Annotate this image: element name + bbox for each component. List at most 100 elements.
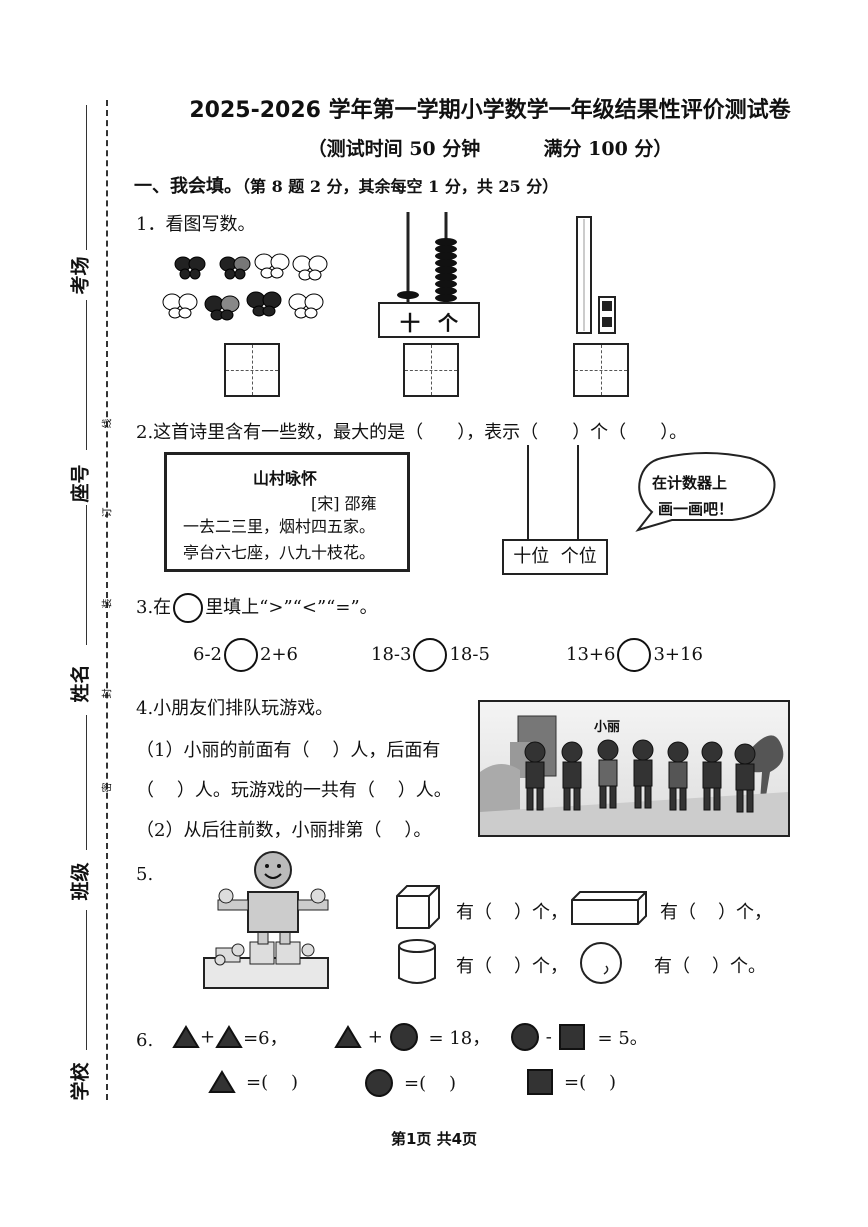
butterflies-image (162, 253, 328, 321)
question-6-label: 6. (136, 1030, 154, 1051)
q4-line-1: （1）小丽的前面有（ ）人，后面有 (136, 740, 441, 761)
binding-mark: 封 (102, 688, 114, 699)
compare-left: 13+6 (566, 644, 616, 665)
q5-have: 有（ (456, 956, 492, 977)
sphere-icon (580, 942, 622, 984)
compare-right: 3+16 (653, 644, 703, 665)
q2-mid2: ）个（ (572, 422, 627, 443)
answer-box-abacus[interactable] (403, 343, 459, 397)
page-title: 2025-2026 学年第一学期小学数学一年级结果性评价测试卷 (189, 98, 791, 123)
triangle-icon (172, 1025, 200, 1048)
butterfly-icon (254, 253, 290, 279)
counter-base: 十位 个位 (502, 539, 608, 575)
q5-cuboid-answer: 有（ ）个， (660, 898, 772, 924)
cube-icon (396, 885, 440, 929)
binding-mark: 线 (102, 418, 114, 429)
counting-rods-image (576, 216, 616, 334)
q6-equation-2: + = 18， (334, 1022, 490, 1054)
binding-mark: 装 (102, 598, 114, 609)
butterfly-icon (204, 295, 240, 321)
abacus-base: 十 个 (378, 302, 480, 338)
q6-equation-3: - = 5。 (510, 1022, 648, 1054)
section-note: （第 8 题 2 分，其余每空 1 分，共 25 分） (242, 177, 559, 196)
triangle-icon (208, 1070, 236, 1093)
subtitle-score: 满分 100 分） (543, 138, 673, 160)
margin-label-class: 班级 (69, 862, 92, 901)
counter-labels: 十位 个位 (513, 546, 597, 567)
butterfly-icon (174, 256, 206, 280)
poem-line-1: 一去二三里，烟村四五家。 (183, 517, 376, 536)
q6-eq2-result: = 18， (428, 1028, 491, 1049)
margin-label-school: 学校 (69, 1062, 92, 1101)
page-subtitle: （测试时间 50 分钟 满分 100 分） (130, 134, 850, 161)
compare-right: 2+6 (260, 644, 298, 665)
q6-eq1-result: =6， (243, 1028, 288, 1049)
margin-line (86, 910, 87, 1050)
q5-sphere-answer: 有（ ）个。 (654, 952, 766, 978)
subtitle-time: （测试时间 50 分钟 (307, 138, 481, 160)
page-footer: 第1页 共4页 (390, 1130, 478, 1148)
bubble-line-2: 画一画吧！ (658, 500, 734, 518)
margin-line-top (86, 105, 87, 250)
q6-ans-triangle[interactable]: =( ) (246, 1071, 299, 1093)
compare-circle[interactable] (617, 638, 652, 672)
q4-line-2: （ ）人。玩游戏的一共有（ ）人。 (136, 780, 452, 801)
poem-line-2: 亭台六七座，八九十枝花。 (183, 543, 376, 562)
q5-unit: ）个， (514, 956, 568, 977)
speech-bubble-shape (635, 452, 776, 532)
butterfly-icon (292, 255, 328, 281)
question-4-label: 4.小朋友们排队玩游戏。 (136, 698, 334, 719)
answer-box-rods[interactable] (573, 343, 629, 397)
butterfly-icon (219, 256, 251, 280)
abacus-ones-label: 个 (438, 311, 458, 335)
counter-rod-tens (527, 445, 529, 540)
q2-prefix: 2.这首诗里含有一些数，最大的是（ (136, 422, 424, 443)
children-queue-image: 小丽 (478, 700, 790, 837)
q5-cube-answer: 有（）个， (456, 898, 568, 924)
compare-left: 6-2 (193, 644, 222, 665)
compare-circle[interactable] (224, 638, 258, 672)
cuboid-icon (571, 891, 647, 925)
square-icon (527, 1069, 553, 1095)
q3-prefix: 3.在 (136, 597, 172, 618)
butterfly-icon (288, 293, 324, 319)
q6-ans-square[interactable]: =( ) (564, 1071, 617, 1093)
q5-unit: ）个， (718, 902, 772, 923)
q5-have: 有（ (654, 956, 690, 977)
q5-have: 有（ (456, 902, 492, 923)
section-title: 一、我会填。 (134, 176, 242, 197)
butterfly-icon (246, 291, 282, 317)
margin-label-exam-room: 考场 (69, 256, 92, 295)
q3-circle-example (173, 593, 204, 623)
butterfly-icon (162, 293, 198, 319)
circle-icon (389, 1023, 418, 1051)
q2-suffix: ）。 (660, 422, 688, 443)
question-5-label: 5. (136, 864, 154, 885)
compare-circle[interactable] (413, 638, 448, 672)
counter-rod-ones (577, 445, 579, 540)
q6-answer-triangle: =( ) (208, 1070, 298, 1094)
abacus-tens-label: 十 (400, 311, 420, 335)
q4-line-3: （2）从后往前数，小丽排第（ ）。 (136, 820, 432, 841)
margin-label-seat-no: 座号 (69, 464, 92, 503)
binding-mark: 订 (102, 507, 114, 518)
compare-left: 18-3 (371, 644, 412, 665)
compare-item-3: 13+6 3+16 (566, 638, 703, 672)
q6-eq3-result: = 5。 (597, 1028, 648, 1049)
q6-ans-circle[interactable]: =( ) (404, 1072, 457, 1094)
q5-unit-end: ）个。 (712, 956, 766, 977)
photo-label-xiaoli: 小丽 (594, 720, 621, 735)
circle-icon (365, 1069, 393, 1097)
answer-box-butterflies[interactable] (224, 343, 280, 397)
poem-title: 山村咏怀 (253, 469, 318, 488)
poem-author: [宋] 邵雍 (311, 494, 377, 513)
section-heading: 一、我会填。（第 8 题 2 分，其余每空 1 分，共 25 分） (134, 172, 558, 198)
binding-mark: 密 (102, 782, 114, 793)
robot-shapes-image (203, 851, 329, 989)
poem-box: 山村咏怀 [宋] 邵雍 一去二三里，烟村四五家。 亭台六七座，八九十枝花。 (164, 452, 410, 572)
q5-have: 有（ (660, 902, 696, 923)
q6-answer-circle: =( ) (364, 1068, 456, 1098)
triangle-icon (334, 1025, 362, 1048)
question-1-label: 1．看图写数。 (136, 214, 256, 235)
margin-line (86, 300, 87, 450)
